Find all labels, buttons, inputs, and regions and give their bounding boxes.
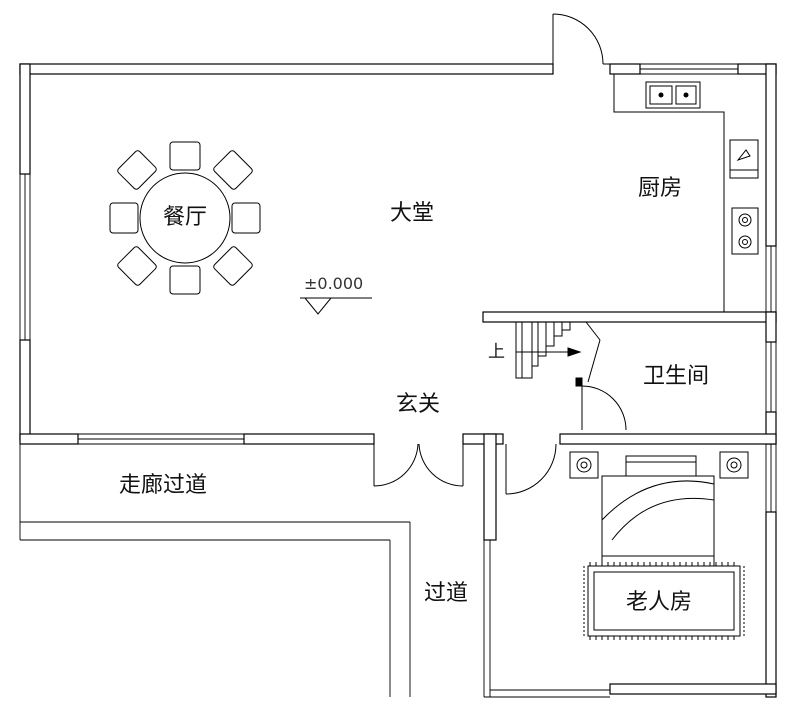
elevation-marker	[300, 297, 372, 315]
room-label-bathroom: 卫生间	[642, 364, 710, 389]
room-label-dining: 餐厅	[162, 205, 208, 230]
bathroom-door	[581, 385, 627, 431]
top-door	[552, 13, 610, 65]
staircase	[515, 321, 601, 387]
dining-table	[109, 141, 261, 295]
corridor-lines	[19, 444, 610, 698]
room-label-corridor: 走廊过道	[118, 473, 208, 498]
room-label-entrance: 玄关	[395, 392, 441, 417]
kitchen-counter	[613, 74, 759, 312]
bed	[569, 451, 749, 567]
entrance-door	[373, 443, 464, 487]
windows	[19, 63, 777, 512]
room-label-hall: 大堂	[389, 201, 435, 226]
room-label-elder-room: 老人房	[625, 590, 693, 615]
room-label-passage: 过道	[423, 581, 469, 606]
stair-up-label: 上	[488, 342, 505, 362]
rug	[583, 562, 745, 640]
elevation-label: ±0.000	[304, 274, 364, 293]
bedroom-door	[505, 443, 557, 495]
room-label-kitchen: 厨房	[637, 176, 683, 201]
